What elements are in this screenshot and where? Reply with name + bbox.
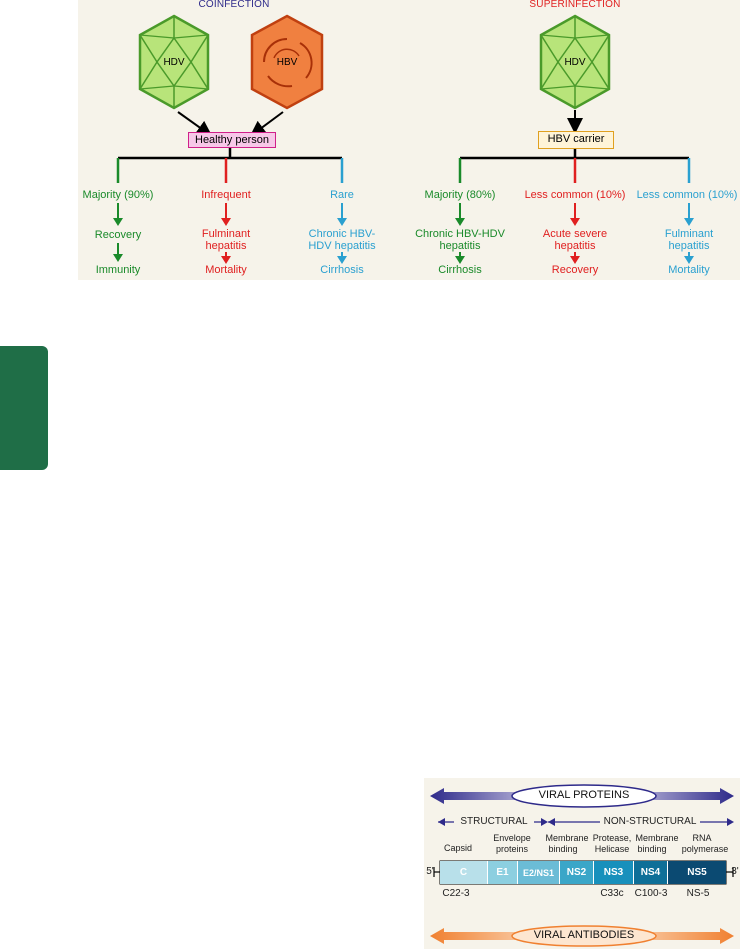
segment-c: C <box>440 861 488 884</box>
superinfection-arrows <box>455 203 694 264</box>
ns2-function-label-1: Membrane <box>545 833 589 843</box>
capsid-label: Capsid <box>443 843 472 853</box>
superinfection-title: SUPERINFECTION <box>529 0 621 10</box>
viral-proteins-arrow <box>430 784 734 808</box>
non-structural-label: NON-STRUCTURAL <box>600 816 700 827</box>
segment-e1: E1 <box>488 861 518 884</box>
three-prime-label: 3' <box>731 866 739 877</box>
hdv-virus-icon-superinfection <box>539 14 611 110</box>
superinfection-majority-label: Majority (80%) <box>424 189 496 201</box>
superinfection-fulminant-line2: hepatitis <box>668 240 710 252</box>
superinfection-chronic-line2: hepatitis <box>439 240 481 252</box>
diagram-graphics <box>113 14 694 264</box>
hdv-infection-diagram: COINFECTION SUPERINFECTION HDV HBV HDV H… <box>78 0 740 280</box>
segment-ns3: NS3 <box>594 861 634 884</box>
antibody-ns-5: NS-5 <box>686 888 710 899</box>
hbv-virus-icon <box>250 14 324 110</box>
segment-ns5: NS5 <box>668 861 726 884</box>
superinfection-mortality-label: Mortality <box>668 264 710 276</box>
segment-ns2: NS2 <box>560 861 594 884</box>
structural-label: STRUCTURAL <box>454 816 534 827</box>
coinfection-title: COINFECTION <box>198 0 270 10</box>
coinfection-rare-label: Rare <box>330 189 354 201</box>
coinfection-immunity-label: Immunity <box>95 264 141 276</box>
chapter-side-tab <box>0 346 48 470</box>
coinfection-recovery-label: Recovery <box>94 229 142 241</box>
antibody-c100-3: C100-3 <box>634 888 668 899</box>
ns4-function-label-1: Membrane <box>635 833 679 843</box>
hbv-carrier-box: HBV carrier <box>538 131 614 149</box>
superinfection-acute-line2: hepatitis <box>554 240 596 252</box>
coinfection-cirrhosis-label: Cirrhosis <box>320 264 364 276</box>
healthy-person-box: Healthy person <box>188 132 276 148</box>
hbv-to-host-arrow <box>249 111 284 137</box>
segment-e2-ns1: E2/NS1 <box>518 861 560 884</box>
ns4-function-label-2: binding <box>637 844 667 854</box>
superinfection-acute-line1: Acute severe <box>542 228 608 240</box>
coinfection-majority-label: Majority (90%) <box>82 189 154 201</box>
coinfection-mortality-label: Mortality <box>205 264 247 276</box>
superinfection-less-common-red-label: Less common (10%) <box>524 189 626 201</box>
hcv-genome-diagram: VIRAL PROTEINS STRUCTURAL NON-STRUCTURAL… <box>424 778 740 949</box>
superinfection-recovery-label: Recovery <box>551 264 599 276</box>
ns2-function-label-2: binding <box>548 844 578 854</box>
hbv-label: HBV <box>276 57 298 68</box>
viral-antibodies-label: VIRAL ANTIBODIES <box>533 929 635 941</box>
hdv-to-host-arrow <box>177 111 213 137</box>
segment-ns4: NS4 <box>634 861 668 884</box>
envelope-label-1: Envelope <box>493 833 531 843</box>
viral-antibodies-arrow <box>430 925 734 947</box>
ns5-function-label-1: RNA <box>692 833 712 843</box>
coinfection-fulminant-line1: Fulminant <box>201 228 251 240</box>
antibody-c33c: C33c <box>600 888 624 899</box>
superinfection-cirrhosis-label: Cirrhosis <box>438 264 482 276</box>
hdv-label: HDV <box>163 57 185 68</box>
viral-proteins-label: VIRAL PROTEINS <box>538 789 630 801</box>
coinfection-arrows <box>113 203 347 264</box>
coinfection-infrequent-label: Infrequent <box>201 189 251 201</box>
five-prime-label: 5' <box>426 866 434 877</box>
superinfection-chronic-line1: Chronic HBV-HDV <box>415 228 505 240</box>
coinfection-chronic-line2: HDV hepatitis <box>308 240 376 252</box>
envelope-label-2: proteins <box>495 844 529 854</box>
ns3-function-label-1: Protease, <box>592 833 632 843</box>
hdv-superinfection-label: HDV <box>564 57 586 68</box>
hdv-virus-icon <box>138 14 210 110</box>
superinfection-less-common-blue-label: Less common (10%) <box>636 189 738 201</box>
antibody-c22-3: C22-3 <box>442 888 470 899</box>
ns5-function-label-2: polymerase <box>681 844 729 854</box>
superinfection-fulminant-line1: Fulminant <box>664 228 714 240</box>
coinfection-chronic-line1: Chronic HBV- <box>308 228 376 240</box>
coinfection-fulminant-line2: hepatitis <box>205 240 247 252</box>
ns3-function-label-2: Helicase <box>594 844 630 854</box>
